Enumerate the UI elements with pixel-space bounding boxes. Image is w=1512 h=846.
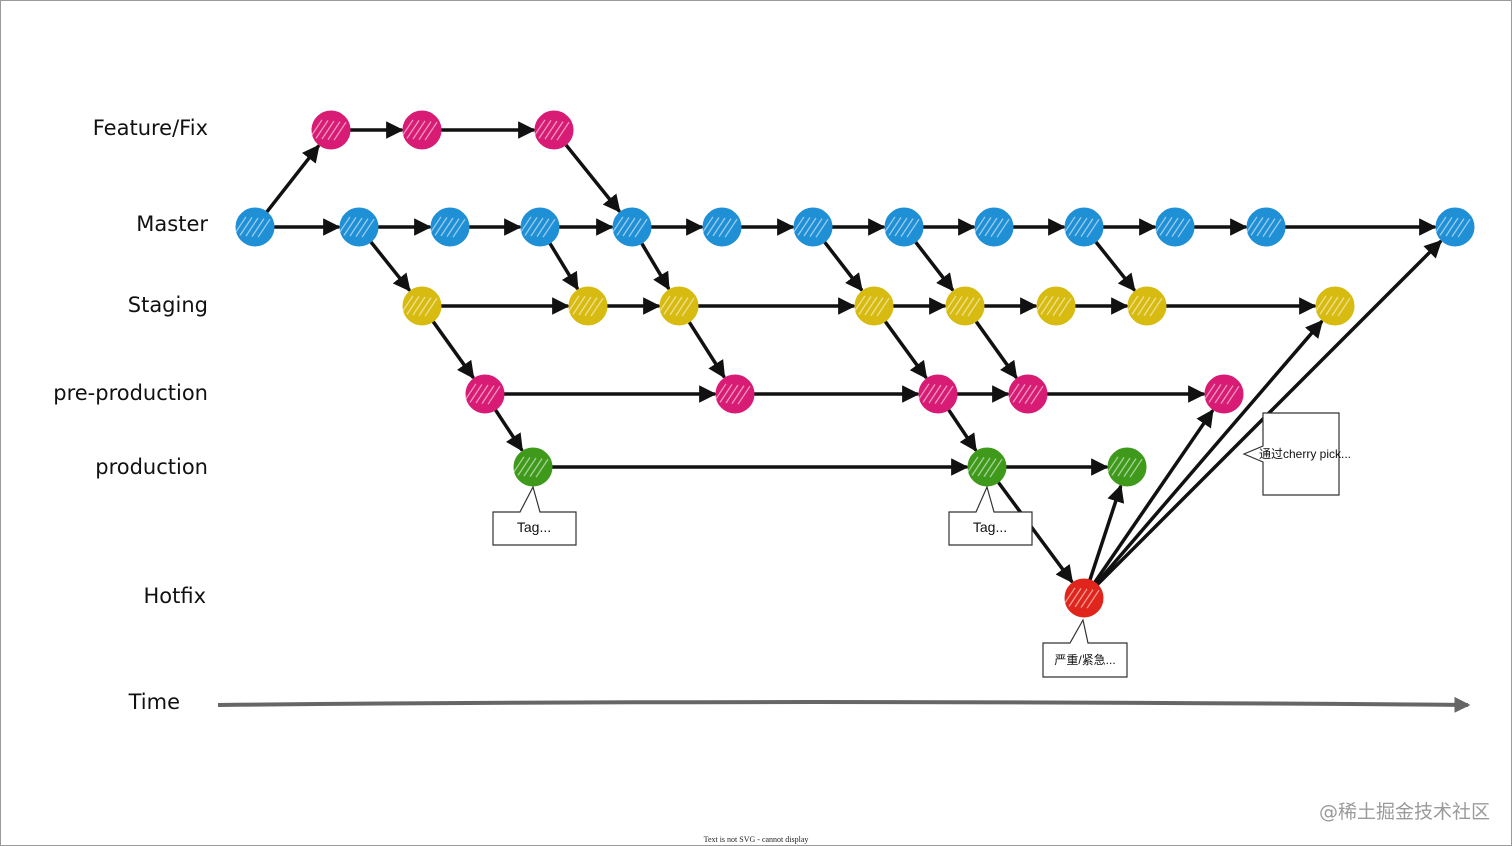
edge-s4-to-p3 [883, 319, 928, 380]
footer-note: Text is not SVG - cannot display [703, 835, 809, 844]
commit-node-s8 [1313, 286, 1355, 326]
callout-cherry-pick-note-text: 通过cherry pick... [1259, 447, 1351, 461]
time-axis-arrow [217, 696, 1471, 713]
edge-p3-to-r2 [946, 408, 978, 452]
callout-tag-1-text: Tag... [517, 519, 551, 535]
edge-m2-to-s1 [369, 240, 411, 292]
edge-h1-to-s8 [1094, 319, 1324, 586]
commit-node-p4 [1006, 374, 1048, 414]
commit-node-p2 [713, 374, 755, 414]
lane-label-preproduction: pre-production [53, 381, 208, 405]
callout-cherry-pick-note: 通过cherry pick... [1242, 412, 1351, 496]
commit-node-s1 [400, 286, 442, 326]
commit-node-r1 [511, 447, 553, 487]
commit-node-m10 [1062, 207, 1104, 247]
edge-s5-to-p4 [974, 319, 1018, 380]
commit-edges [264, 121, 1443, 587]
watermark: @稀土掘金技术社区 [1318, 801, 1490, 823]
edge-r2-to-h1 [996, 480, 1074, 584]
commit-node-f2 [400, 110, 442, 150]
lane-label-feature: Feature/Fix [93, 116, 208, 140]
commit-node-m3 [428, 207, 470, 247]
edge-s1-to-p1 [431, 319, 475, 380]
commit-nodes [233, 110, 1475, 618]
commit-node-h1 [1062, 578, 1104, 618]
commit-node-s6 [1034, 286, 1076, 326]
commit-node-m9 [972, 207, 1014, 247]
commit-node-m5 [610, 207, 652, 247]
commit-node-s2 [566, 286, 608, 326]
edge-f3-to-m5 [564, 143, 621, 213]
edge-m8-to-s5 [913, 240, 954, 292]
commit-node-s4 [852, 286, 894, 326]
callout-tag-2-text: Tag... [973, 519, 1007, 535]
callout-hotfix-note: 严重/紧急... [1042, 618, 1128, 678]
edge-m10-to-s7 [1094, 240, 1136, 292]
edge-m7-to-s4 [822, 240, 863, 292]
commit-node-m1 [233, 207, 275, 247]
commit-node-m4 [518, 207, 560, 247]
commit-node-p5 [1202, 374, 1244, 414]
edge-s3-to-p2 [687, 320, 726, 379]
callout-tag-2: Tag... [948, 485, 1033, 546]
commit-node-r2 [965, 447, 1007, 487]
commit-node-p1 [463, 374, 505, 414]
lane-label-hotfix: Hotfix [143, 584, 206, 608]
commit-node-f1 [309, 110, 351, 150]
commit-node-m11 [1153, 207, 1195, 247]
callout-hotfix-note-text: 严重/紧急... [1054, 652, 1115, 667]
edge-h1-to-r3 [1088, 484, 1125, 582]
commit-node-m6 [700, 207, 742, 247]
lane-label-production: production [95, 455, 208, 479]
commit-node-f3 [532, 110, 574, 150]
edge-h1-to-p5 [1093, 409, 1214, 585]
time-label: Time [128, 690, 180, 714]
commit-node-m2 [337, 207, 379, 247]
commit-node-s3 [657, 286, 699, 326]
commit-node-m13 [1433, 207, 1475, 247]
edge-m5-to-s3 [639, 241, 671, 291]
commit-node-r3 [1105, 447, 1147, 487]
callout-tag-1: Tag... [492, 485, 577, 546]
commit-node-m12 [1244, 207, 1286, 247]
edge-m1-to-f1 [264, 144, 320, 214]
commit-node-s5 [943, 286, 985, 326]
edge-p1-to-r1 [493, 408, 524, 452]
commit-node-m7 [791, 207, 833, 247]
commit-node-s7 [1125, 286, 1167, 326]
commit-node-p3 [916, 374, 958, 414]
lane-label-master: Master [136, 212, 208, 236]
edge-m4-to-s2 [548, 241, 579, 291]
lane-label-staging: Staging [128, 293, 208, 317]
commit-node-m8 [882, 207, 924, 247]
